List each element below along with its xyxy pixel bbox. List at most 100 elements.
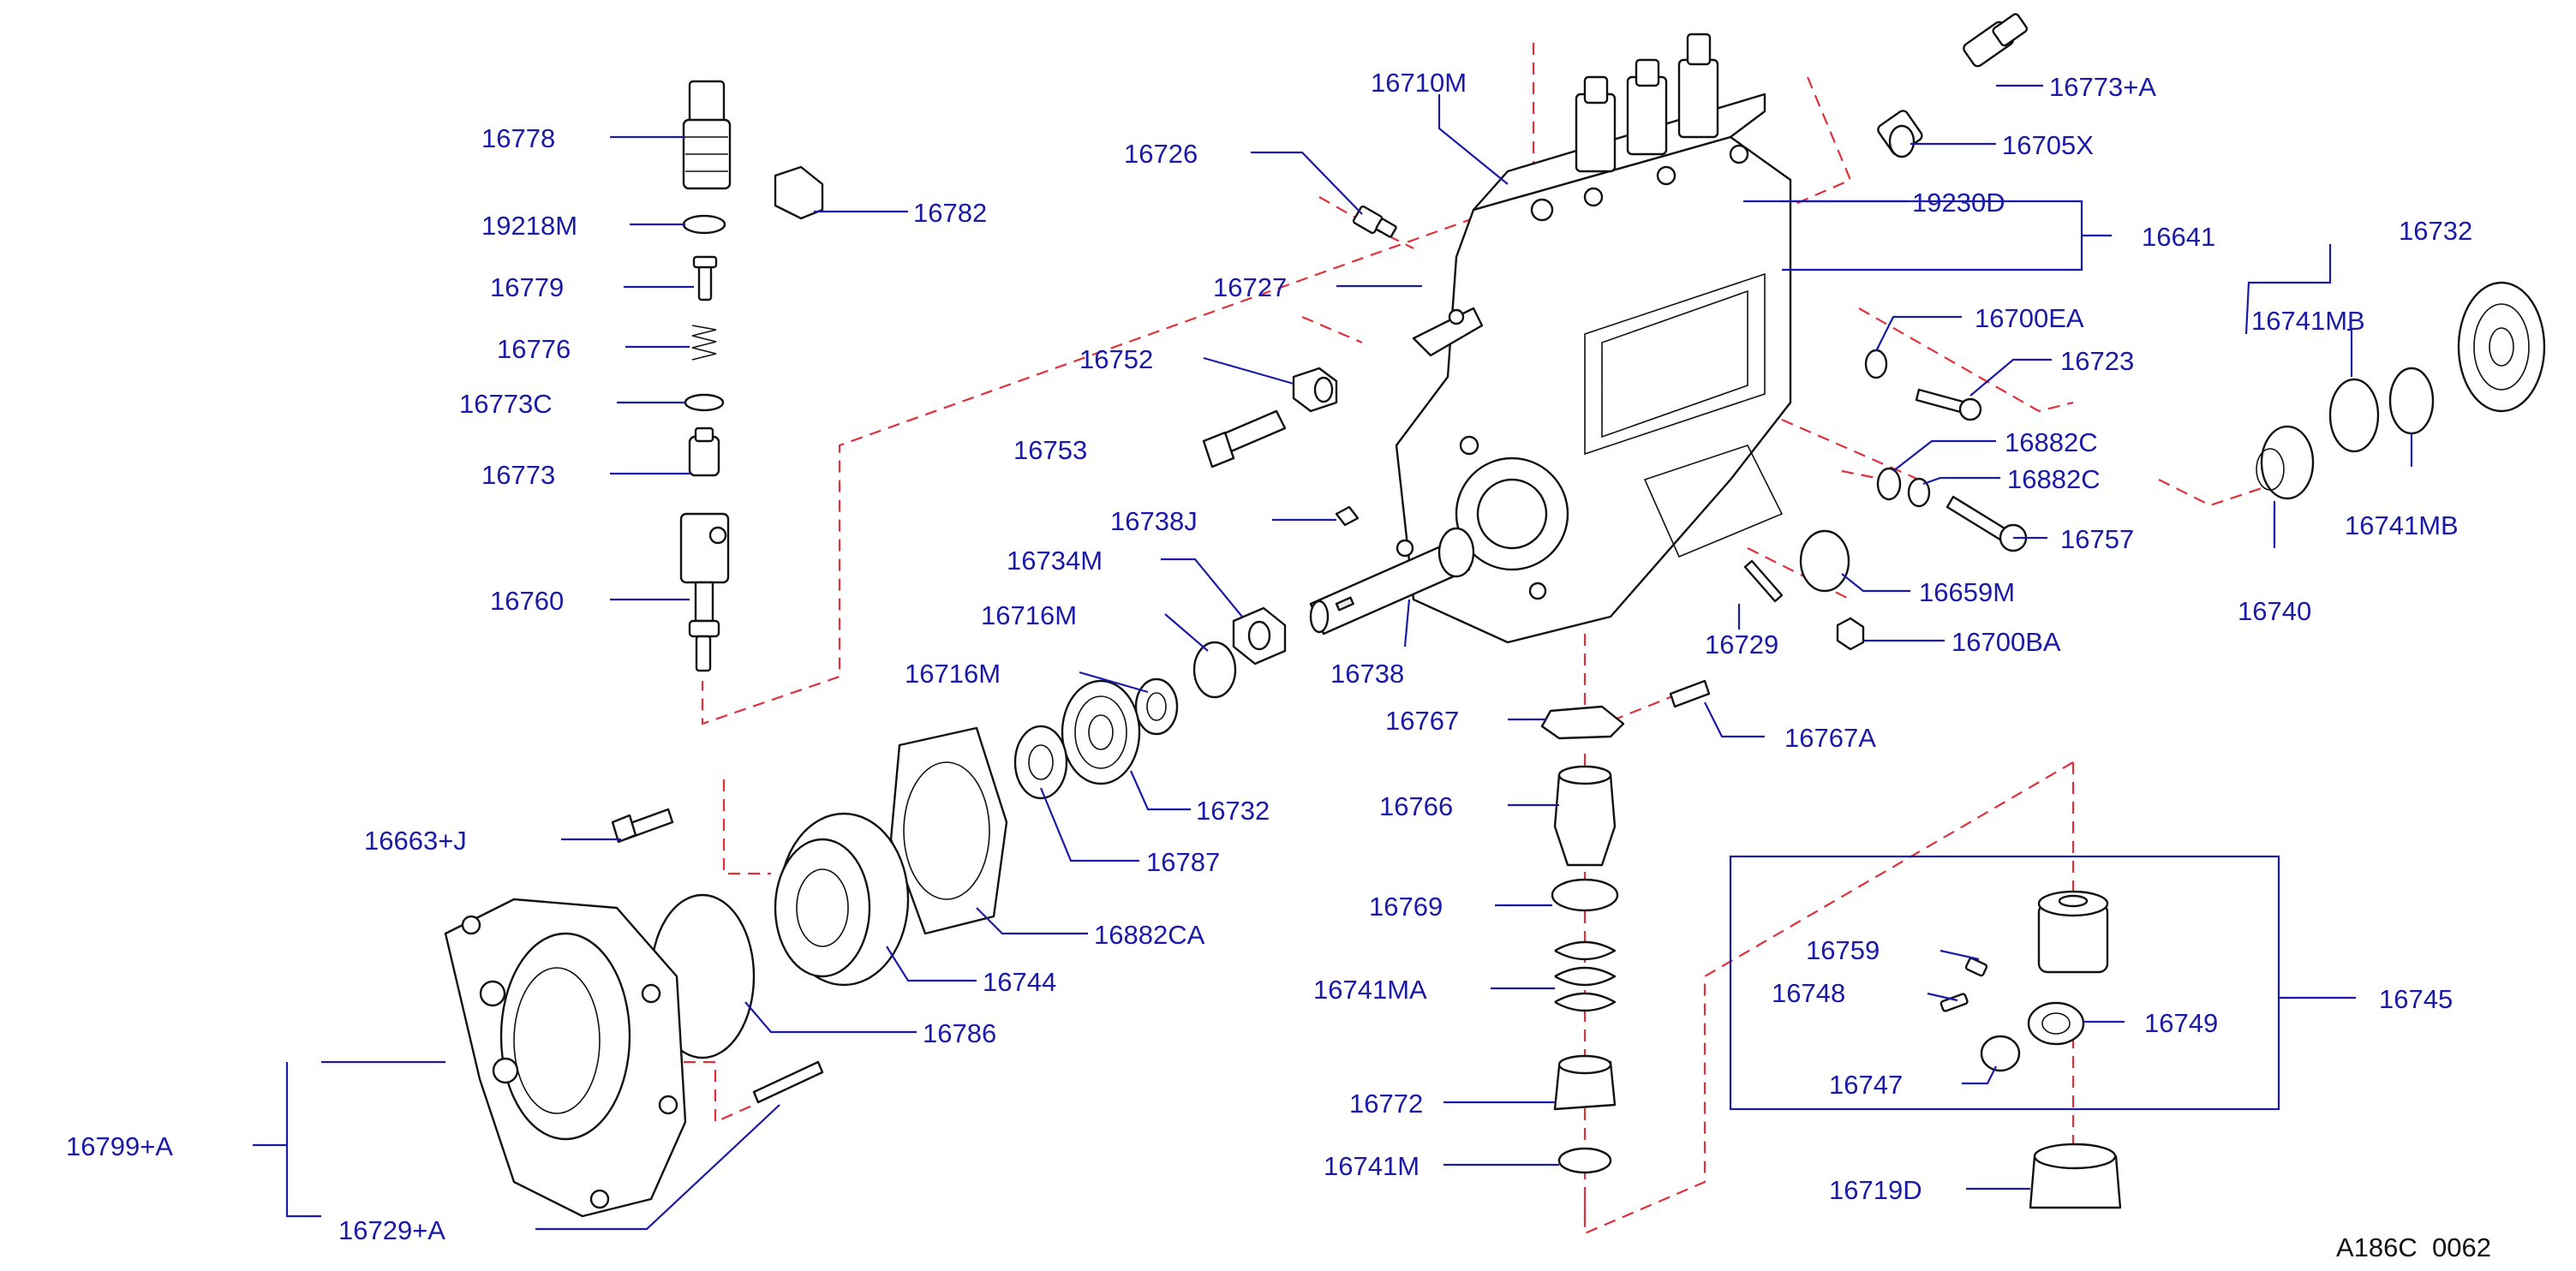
label-16766: 16766 — [1379, 791, 1453, 821]
label-16738: 16738 — [1330, 659, 1404, 689]
washer-ea-drawing — [1864, 349, 1888, 379]
washer-b-drawing — [1134, 677, 1179, 736]
washer-69-drawing — [1551, 878, 1619, 912]
group-box-16745 — [1729, 855, 2280, 1111]
washer-41m-drawing — [1557, 1147, 1612, 1174]
stud-29-drawing — [1743, 559, 1784, 603]
label-16729A: 16729+A — [338, 1215, 445, 1245]
label-16772: 16772 — [1349, 1089, 1423, 1119]
spring-large-drawing — [1554, 940, 1617, 1012]
bearing-drawing — [1061, 679, 1141, 785]
bracket-16799 — [285, 1062, 321, 1218]
label-16641: 16641 — [2142, 222, 2215, 252]
label-16741MA: 16741MA — [1313, 975, 1427, 1005]
label-16748: 16748 — [1772, 978, 1845, 1008]
label-16773: 16773 — [481, 460, 555, 490]
label-16744: 16744 — [983, 967, 1056, 997]
label-16747: 16747 — [1829, 1070, 1903, 1100]
pin-59-drawing — [1964, 957, 1988, 977]
piston-72-drawing — [1553, 1054, 1617, 1111]
screw-23-drawing — [1915, 388, 1982, 421]
lever-drawing — [1412, 307, 1484, 357]
label-16700BA: 16700BA — [1951, 627, 2061, 657]
plug-hex-drawing — [1292, 367, 1338, 413]
o-ring-drawing — [682, 214, 726, 235]
label-16727: 16727 — [1213, 272, 1287, 302]
bracket-drawing — [774, 165, 824, 220]
label-16729: 16729 — [1705, 630, 1778, 659]
label-16719D: 16719D — [1829, 1175, 1922, 1205]
label-19218M: 19218M — [481, 211, 577, 241]
washer-a-drawing — [1192, 641, 1237, 699]
label-16787: 16787 — [1146, 847, 1220, 877]
label-16705X: 16705X — [2002, 130, 2094, 160]
inlet-fitting-drawing — [1963, 13, 2029, 68]
spring-small-drawing — [691, 325, 717, 361]
delivery-valve-holder-drawing — [682, 80, 732, 190]
label-16767A: 16767A — [1784, 723, 1876, 753]
leader-lines — [253, 84, 2413, 1231]
washer-c-a-drawing — [1876, 467, 1902, 501]
pin-48-drawing — [1939, 993, 1969, 1012]
label-16773A: 16773+A — [2049, 72, 2156, 102]
label-16732-b: 16732 — [2399, 216, 2472, 246]
label-16786: 16786 — [923, 1018, 996, 1048]
label-16759: 16759 — [1806, 935, 1880, 965]
nut-drawing — [1232, 606, 1287, 665]
washer-small-drawing — [684, 393, 725, 412]
label-16716M-b: 16716M — [905, 659, 1001, 689]
label-16723: 16723 — [2060, 346, 2134, 376]
label-16740: 16740 — [2238, 596, 2311, 626]
banjo-bolt-drawing — [1202, 409, 1287, 468]
valve-body-45-drawing — [2037, 890, 2109, 974]
part-labels: 16778 19218M 16779 16776 16773C 16773 16… — [66, 68, 2491, 1262]
label-16882C-a: 16882C — [2005, 427, 2098, 457]
valve-stem-drawing — [692, 255, 718, 301]
diagram-code: A186C 0062 — [2336, 1232, 2491, 1262]
label-16726: 16726 — [1124, 139, 1198, 169]
label-16749: 16749 — [2144, 1008, 2218, 1038]
pump-housing-drawing — [1395, 33, 1792, 644]
label-16773C: 16773C — [459, 389, 553, 419]
label-16760: 16760 — [490, 586, 564, 616]
delivery-valve-drawing — [688, 427, 720, 477]
timer-drawing — [774, 812, 910, 987]
label-16776: 16776 — [497, 334, 571, 364]
label-16767: 16767 — [1385, 706, 1459, 736]
label-16741MB-a: 16741MB — [2251, 306, 2365, 336]
sleeve-767-drawing — [1540, 705, 1625, 740]
cover-drawing — [444, 898, 687, 1218]
bushing-drawing — [1013, 725, 1068, 800]
piston-49-drawing — [2027, 1001, 2085, 1046]
label-16710M: 16710M — [1371, 68, 1467, 98]
shim-b-drawing — [2388, 367, 2435, 435]
key-drawing — [1335, 505, 1360, 527]
drive-shaft-drawing — [1309, 527, 1475, 636]
label-16663J: 16663+J — [364, 826, 467, 856]
label-16732-a: 16732 — [1196, 796, 1270, 826]
label-16716M-a: 16716M — [981, 600, 1077, 630]
shim-a-drawing — [2328, 378, 2380, 453]
sleeve-66-drawing — [1553, 765, 1617, 867]
label-16659M: 16659M — [1919, 577, 2015, 607]
union-drawing — [1877, 110, 1923, 158]
bearing-right-drawing — [2457, 281, 2546, 413]
screw-767a-drawing — [1669, 679, 1711, 708]
plunger-element-drawing — [679, 512, 730, 672]
label-16700EA: 16700EA — [1975, 303, 2084, 333]
bushing-40-drawing — [2256, 425, 2315, 500]
label-16778: 16778 — [481, 123, 555, 153]
label-16753: 16753 — [1013, 435, 1087, 465]
label-16738J: 16738J — [1110, 506, 1198, 536]
cap-19d-drawing — [2029, 1143, 2122, 1209]
label-16745: 16745 — [2379, 984, 2453, 1014]
label-16882CA: 16882CA — [1094, 920, 1205, 950]
label-16882C-b: 16882C — [2007, 464, 2101, 494]
label-16734M: 16734M — [1007, 546, 1103, 576]
washer-c-b-drawing — [1907, 477, 1931, 508]
label-16757: 16757 — [2060, 524, 2134, 554]
label-19230D: 19230D — [1912, 188, 2005, 218]
plug-59-drawing — [1799, 529, 1850, 593]
label-16782: 16782 — [913, 198, 987, 228]
